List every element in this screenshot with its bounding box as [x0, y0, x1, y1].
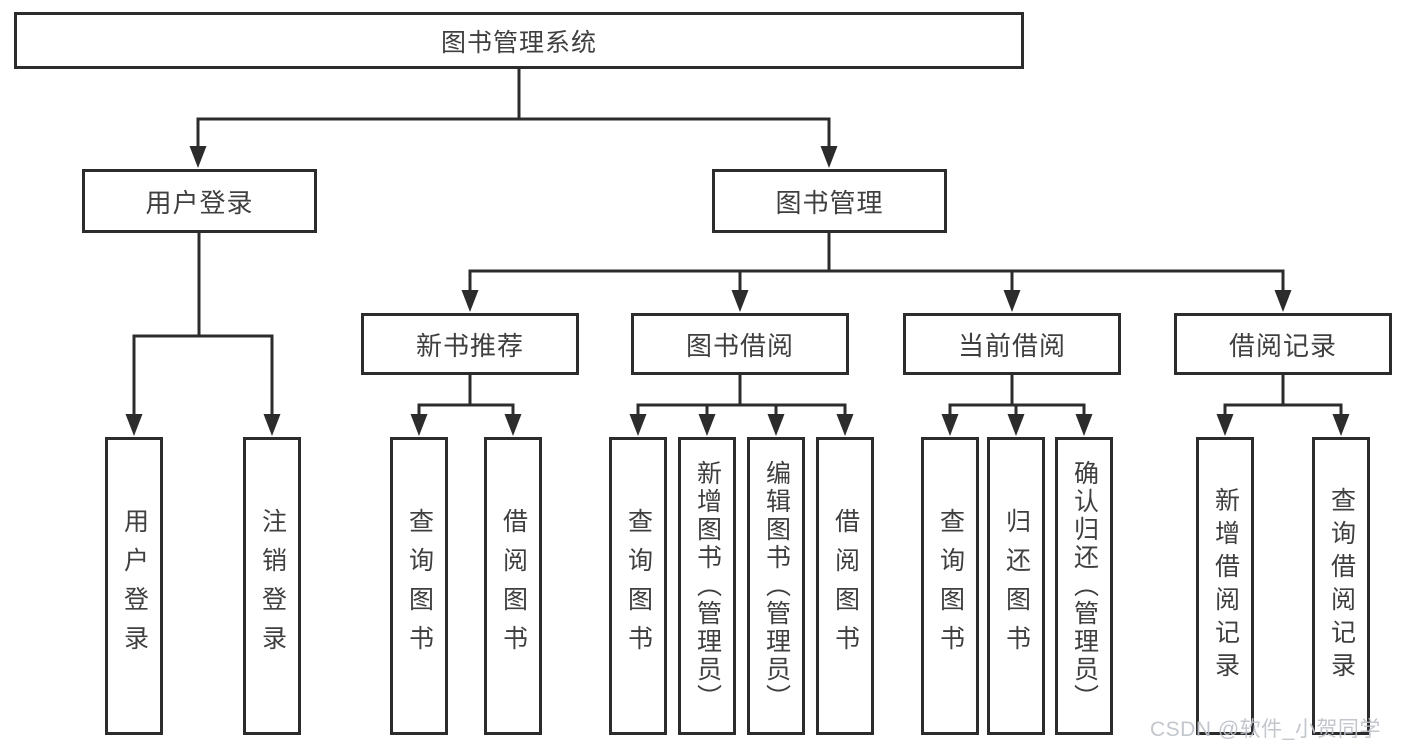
node-library-management-system: 图书管理系统: [14, 12, 1024, 69]
leaf-borrow-query-books: 查询图书: [609, 437, 667, 735]
node-label: 新增借阅记录: [1211, 487, 1240, 685]
leaf-add-borrow-record: 新增借阅记录: [1196, 437, 1254, 735]
node-label: 注销登录: [258, 508, 287, 664]
node-label: 新书推荐: [415, 330, 524, 361]
node-label: 查询图书: [624, 508, 653, 664]
node-label: 查询图书: [936, 508, 965, 664]
leaf-edit-books-admin: 编辑图书（管理员）: [747, 437, 805, 735]
node-label: 新增图书（管理员）: [693, 460, 722, 712]
node-label: 借阅记录: [1228, 330, 1337, 361]
node-label: 查询借阅记录: [1327, 487, 1356, 685]
leaf-user-login: 用户登录: [105, 437, 163, 735]
leaf-recommend-query-books: 查询图书: [390, 437, 448, 735]
node-label: 图书管理: [775, 187, 884, 218]
node-label: 归还图书: [1002, 508, 1031, 664]
node-book-borrowing: 图书借阅: [631, 313, 849, 375]
node-label: 借阅图书: [831, 508, 860, 664]
leaf-query-borrow-record: 查询借阅记录: [1312, 437, 1370, 735]
node-label: 用户登录: [145, 187, 254, 218]
leaf-logout: 注销登录: [243, 437, 301, 735]
leaf-confirm-return-admin: 确认归还（管理员）: [1055, 437, 1113, 735]
node-user-login: 用户登录: [82, 169, 317, 233]
node-new-book-recommend: 新书推荐: [361, 313, 579, 375]
csdn-watermark: CSDN @软件_小贺同学: [1150, 718, 1381, 741]
leaf-borrow-books: 借阅图书: [816, 437, 874, 735]
node-label: 借阅图书: [499, 508, 528, 664]
node-book-management: 图书管理: [712, 169, 947, 233]
node-label: 用户登录: [120, 508, 149, 664]
leaf-current-query-books: 查询图书: [921, 437, 979, 735]
leaf-recommend-borrow-books: 借阅图书: [484, 437, 542, 735]
leaf-add-books-admin: 新增图书（管理员）: [678, 437, 736, 735]
node-current-borrowing: 当前借阅: [903, 313, 1121, 375]
node-label: 查询图书: [405, 508, 434, 664]
node-label: 编辑图书（管理员）: [762, 460, 791, 712]
node-label: 图书借阅: [685, 330, 794, 361]
arrowheads: [125, 146, 1350, 436]
node-label: 当前借阅: [957, 330, 1066, 361]
leaf-return-books: 归还图书: [987, 437, 1045, 735]
node-borrowing-records: 借阅记录: [1174, 313, 1392, 375]
node-label: 确认归还（管理员）: [1070, 460, 1099, 712]
node-label: 图书管理系统: [440, 28, 597, 57]
